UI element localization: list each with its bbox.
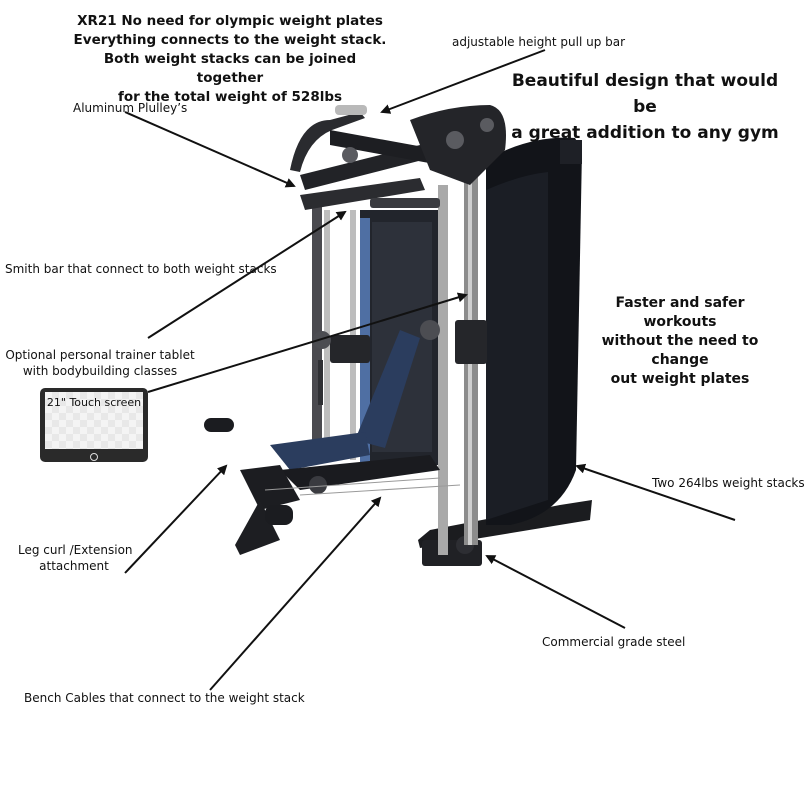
headline-line-2: Everything connects to the weight stack. (73, 32, 387, 48)
callout-leg-curl-line-1: Leg curl /Extension (18, 543, 133, 557)
callout-tablet-line-1: Optional personal trainer tablet (5, 348, 195, 362)
arrow-pulleys (124, 111, 296, 188)
arrow-pull-up-bar (380, 49, 546, 114)
callout-bench-cables: Bench Cables that connect to the weight … (24, 691, 305, 705)
tablet-device: 21" Touch screen (40, 388, 148, 462)
callout-steel: Commercial grade steel (542, 635, 686, 649)
arrow-leg-curl (124, 464, 228, 574)
callout-weight-stacks: Two 264lbs weight stacks (652, 476, 805, 490)
callout-tablet: Optional personal trainer tablet with bo… (5, 347, 195, 379)
callout-leg-curl: Leg curl /Extension attachment (18, 542, 133, 574)
arrow-steel (485, 555, 626, 629)
pull-up-assembly (290, 105, 506, 210)
faster-line-3: out weight plates (610, 371, 750, 387)
callout-tablet-line-2: with bodybuilding classes (22, 364, 178, 378)
faster-line-1: Faster and safer workouts (615, 295, 745, 330)
bench (204, 330, 440, 555)
callout-leg-curl-line-2: attachment (39, 559, 109, 573)
headline: XR21 No need for olympic weight plates E… (70, 12, 390, 107)
callout-pulleys: Aluminum Plulley’s (73, 101, 188, 115)
weight-stack-shroud (486, 137, 582, 525)
arrow-bench-cables (209, 496, 382, 691)
tablet-home-button-icon (90, 453, 98, 461)
headline-line-3: Both weight stacks can be joined togethe… (103, 51, 357, 86)
design-line-1: Beautiful design that would be (511, 71, 779, 117)
callout-arrows (124, 49, 736, 691)
arrow-weight-stacks (575, 463, 736, 521)
arrow-smith-bar (147, 210, 347, 339)
design-line-2: a great addition to any gym (511, 123, 779, 143)
headline-line-1: XR21 No need for olympic weight plates (77, 13, 383, 29)
cable-carriages (313, 320, 487, 405)
headline-line-4: for the total weight of 528lbs (117, 89, 343, 105)
faster-line-2: without the need to change (601, 333, 759, 368)
callout-pull-up-bar: adjustable height pull up bar (452, 35, 626, 49)
tablet-screen: 21" Touch screen (45, 392, 143, 449)
tablet-screen-text: 21" Touch screen (46, 396, 142, 409)
faster-highlight: Faster and safer workouts without the ne… (585, 294, 775, 389)
arrow-tablet (147, 292, 468, 393)
bench-cables (264, 477, 461, 496)
callout-smith-bar: Smith bar that connect to both weight st… (5, 262, 277, 276)
design-highlight: Beautiful design that would be a great a… (510, 68, 780, 146)
